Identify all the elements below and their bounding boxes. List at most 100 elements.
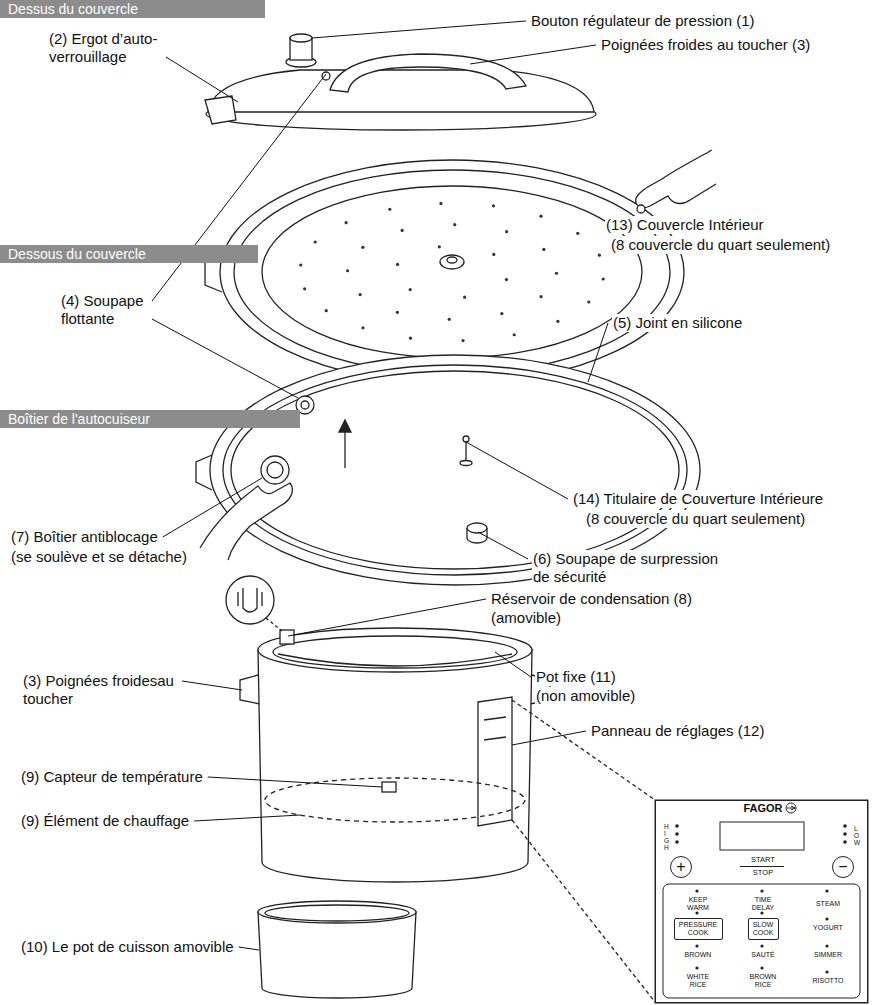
logo-arrow (787, 806, 795, 810)
fixed-pot-wall (278, 654, 512, 666)
plate-hole (492, 204, 495, 207)
callout-label: (se soulève et se détache) (10, 548, 188, 566)
indicator-dot (825, 944, 828, 947)
handle-left (240, 675, 260, 704)
callout-label: (non amovible) (535, 687, 636, 705)
plate-hole (396, 311, 399, 314)
indicator-dot (825, 889, 828, 892)
plate-hole (505, 230, 508, 233)
holder-pin-base (460, 461, 472, 466)
plate-hole (409, 288, 412, 291)
plate-hole (463, 296, 466, 299)
leader-line (239, 947, 259, 950)
indicator-dot (760, 944, 763, 947)
hand (636, 150, 716, 208)
indicator-dot (675, 824, 679, 828)
pot-inner (265, 905, 409, 921)
node-text: BROWN (684, 951, 713, 959)
lid-lug (205, 96, 236, 124)
indicator-dot (695, 944, 698, 947)
indicator-dot (675, 832, 679, 836)
panel-mark (484, 717, 506, 720)
section-band: Boîtier de l'autocuiseur (0, 410, 300, 428)
leader-line (194, 815, 300, 821)
temperature-sensor (382, 782, 396, 792)
mode-button: SLOW COOK (748, 918, 779, 940)
node-text: + (671, 857, 691, 876)
node-text: SLOW COOK (752, 921, 775, 937)
screw (637, 205, 645, 213)
leader-line (288, 599, 486, 636)
section-band: Dessous du couvercle (0, 245, 258, 263)
plate-hole (401, 229, 404, 232)
plate-hole (299, 263, 302, 266)
node-text: SAUTÉ (750, 951, 776, 959)
panel-mark (484, 737, 506, 740)
node-text: − (833, 857, 853, 876)
plate-hole (539, 295, 542, 298)
node-text: BROWN RICE (749, 973, 778, 989)
hand (200, 483, 292, 560)
node-text: FAGOR (742, 802, 784, 815)
leader-line (495, 652, 531, 677)
indicator-dot (825, 970, 828, 973)
node-text: HIGH (664, 823, 671, 852)
plate-hole (500, 312, 503, 315)
indicator-dot (843, 824, 847, 828)
plate-hole (576, 232, 579, 235)
inset-circle (226, 576, 274, 624)
pot-rim (258, 901, 416, 923)
node-text: PRESSURE COOK (678, 921, 719, 937)
leader-line (182, 681, 242, 690)
body-shell (258, 650, 532, 882)
plate-hole (598, 254, 601, 257)
callout-label: (13) Couvercle Intérieur (605, 216, 765, 234)
condensation-tank (280, 630, 294, 644)
indicator-dot (843, 832, 847, 836)
callout-label: Poignées froides au toucher (3) (600, 36, 811, 54)
node-text: RISOTTO (812, 977, 845, 985)
plate-hole (505, 278, 508, 281)
plate-hole (556, 320, 559, 323)
leader-line (166, 57, 238, 102)
indicator-dot (843, 840, 847, 844)
mode-button: PRESSURE COOK (674, 918, 723, 940)
round-button: − (832, 856, 854, 878)
gasket-inner (231, 371, 679, 569)
plate-hole (439, 202, 442, 205)
plate-hole (555, 272, 558, 275)
heating-element (265, 778, 525, 822)
plate-outer (220, 160, 684, 384)
indicator-dot (760, 911, 763, 914)
plate-knob (440, 255, 464, 269)
plate-hole (359, 293, 362, 296)
callout-label: (8 couvercle du quart seulement) (610, 236, 831, 254)
lid-top (205, 34, 596, 130)
callout-label: (8 couvercle du quart seulement) (585, 510, 806, 528)
node-text: Dessus du couvercle (8, 0, 138, 18)
indicator-dots (675, 824, 847, 973)
plate-hole (325, 309, 328, 312)
plate-hole (602, 277, 605, 280)
indicator-dot (695, 966, 698, 969)
plate-rim (234, 170, 670, 374)
callout-label: (4) Soupape flottante (60, 292, 148, 328)
indicator-dot (825, 917, 828, 920)
leader-line (470, 45, 596, 64)
plate-hole (346, 269, 349, 272)
lcd-display (720, 822, 804, 850)
leader-line (163, 478, 262, 537)
node-text: TIME DELAY (751, 896, 776, 912)
callout-label: (2) Ergot d’auto- verrouillage (48, 30, 162, 66)
node-text: KEEP WARM (686, 896, 710, 912)
lid-dome (208, 70, 594, 112)
logo-mark (786, 803, 796, 813)
indicator-dot (760, 966, 763, 969)
callout-label: Réservoir de condensation (8) (490, 590, 693, 608)
plate-hole (492, 253, 495, 256)
callout-label: (10) Le pot de cuisson amovible (20, 938, 235, 956)
plate-hole (388, 208, 391, 211)
plate-hole (396, 263, 399, 266)
callout-label: (7) Boîtier antiblocage (10, 528, 159, 546)
